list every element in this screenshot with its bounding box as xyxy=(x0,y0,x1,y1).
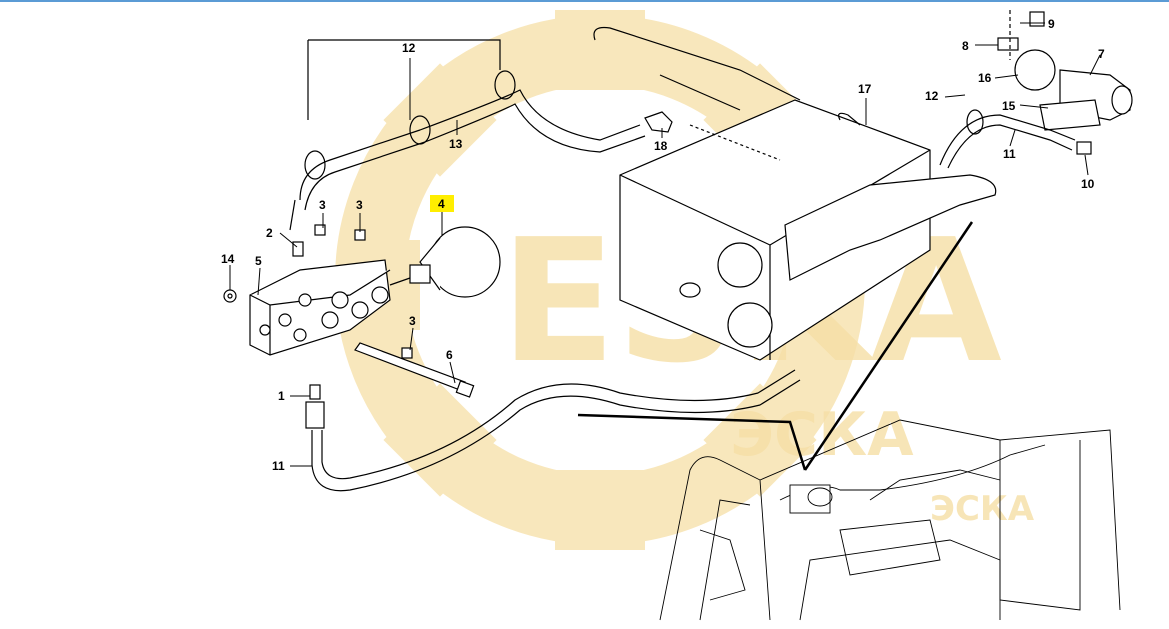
hydraulic-tank xyxy=(593,26,997,361)
callout-label: 2 xyxy=(266,226,273,240)
callout-label: 13 xyxy=(449,137,463,151)
top-border-line xyxy=(0,0,1169,2)
callout-labels: 9 8 7 16 12 15 11 10 17 18 12 13 4 3 3 3… xyxy=(221,17,1105,473)
callout-label: 7 xyxy=(1098,47,1105,61)
callout-label: 6 xyxy=(446,348,453,362)
sensor-assembly xyxy=(939,10,1133,169)
hose-13 xyxy=(289,39,646,231)
accumulator-4 xyxy=(389,226,501,298)
leader-lines xyxy=(229,22,1101,467)
callout-label: 9 xyxy=(1048,17,1055,31)
small-parts xyxy=(223,224,475,429)
callout-label: 18 xyxy=(654,139,668,153)
svg-text:ЭСКА: ЭСКА xyxy=(930,489,1035,529)
callout-label: 3 xyxy=(356,198,363,212)
callout-label: 12 xyxy=(925,89,939,103)
machine-frame xyxy=(659,419,1121,621)
callout-highlight xyxy=(430,195,454,212)
callout-label: 3 xyxy=(319,198,326,212)
location-pointer xyxy=(577,221,974,471)
callout-label: 1 xyxy=(278,389,285,403)
elbow-fitting-18 xyxy=(644,111,781,161)
callout-label: 12 xyxy=(402,41,416,55)
callout-label: 8 xyxy=(962,39,969,53)
callout-label: 10 xyxy=(1081,177,1095,191)
svg-text:ЭСКА: ЭСКА xyxy=(730,400,914,470)
callout-label: 5 xyxy=(255,254,262,268)
callout-label: 16 xyxy=(978,71,992,85)
callout-label: 15 xyxy=(1002,99,1016,113)
valve-block-5 xyxy=(249,259,391,356)
hose-11-lower xyxy=(311,369,801,492)
callout-label: 11 xyxy=(272,459,285,473)
callout-label: 14 xyxy=(221,252,235,266)
callout-label: 4 xyxy=(438,197,445,211)
callout-label: 17 xyxy=(858,82,872,96)
callout-label: 11 xyxy=(1003,147,1016,161)
callout-label: 3 xyxy=(409,314,416,328)
